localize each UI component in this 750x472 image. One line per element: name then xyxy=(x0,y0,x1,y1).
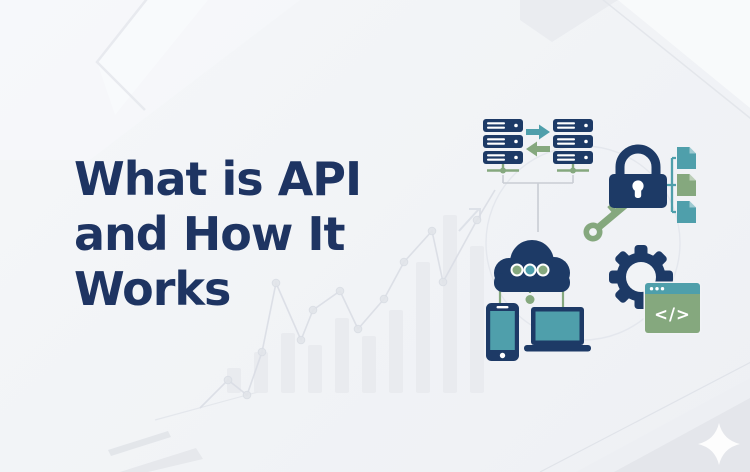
bottomright-light-band xyxy=(576,378,750,472)
file-connector-lines xyxy=(667,156,676,214)
file-icon-bottom xyxy=(677,201,696,223)
bottomleft-thin-line xyxy=(154,391,259,421)
topleft-chevron-line xyxy=(95,0,148,111)
window-dot xyxy=(655,287,659,291)
laptop-icon xyxy=(524,307,591,352)
padlock-icon xyxy=(609,144,667,208)
server-stack-left-icon xyxy=(483,119,523,164)
bottomleft-stripe-2 xyxy=(120,448,203,472)
network-connector-left-icon xyxy=(487,164,519,174)
file-icon-top xyxy=(677,147,696,169)
window-dot xyxy=(649,287,654,291)
data-transfer-arrows-icon xyxy=(526,124,550,157)
cloud-port-dot xyxy=(510,263,524,277)
cloud-connected-devices-icon xyxy=(486,240,591,361)
chart-line xyxy=(199,189,496,409)
page-title: What is API and How It Works xyxy=(74,152,362,317)
code-symbol-text: </> xyxy=(654,305,691,324)
network-connector-right-icon xyxy=(557,164,589,174)
window-dot xyxy=(660,287,665,291)
connector-node-dot xyxy=(525,295,535,304)
topright-diagonal-line xyxy=(602,0,750,119)
cloud-icon xyxy=(494,240,570,292)
cloud-port-dot xyxy=(523,263,537,277)
server-bracket-lines xyxy=(502,175,574,232)
gear-code-window-icon: </> xyxy=(609,245,702,335)
server-exchange-icon xyxy=(483,119,593,232)
security-lock-key-files-icon xyxy=(583,144,696,242)
topleft-band xyxy=(0,0,300,160)
sparkle-icon xyxy=(698,423,740,465)
smartphone-icon xyxy=(486,303,519,361)
cloud-port-dot xyxy=(536,263,550,277)
bottomright-thin-line xyxy=(539,361,750,472)
title-line-3: Works xyxy=(74,262,231,316)
topright-white-wedge xyxy=(618,0,750,108)
title-line-1: What is API xyxy=(74,152,362,206)
code-window-body xyxy=(645,294,700,333)
file-icon-middle xyxy=(677,174,696,196)
code-window-titlebar xyxy=(645,283,700,294)
code-window-icon: </> xyxy=(643,281,702,335)
title-line-2: and How It xyxy=(74,207,345,261)
chart-bars xyxy=(227,215,484,393)
topright-gray-wedge xyxy=(520,0,618,42)
bottomleft-stripe-1 xyxy=(108,431,171,456)
